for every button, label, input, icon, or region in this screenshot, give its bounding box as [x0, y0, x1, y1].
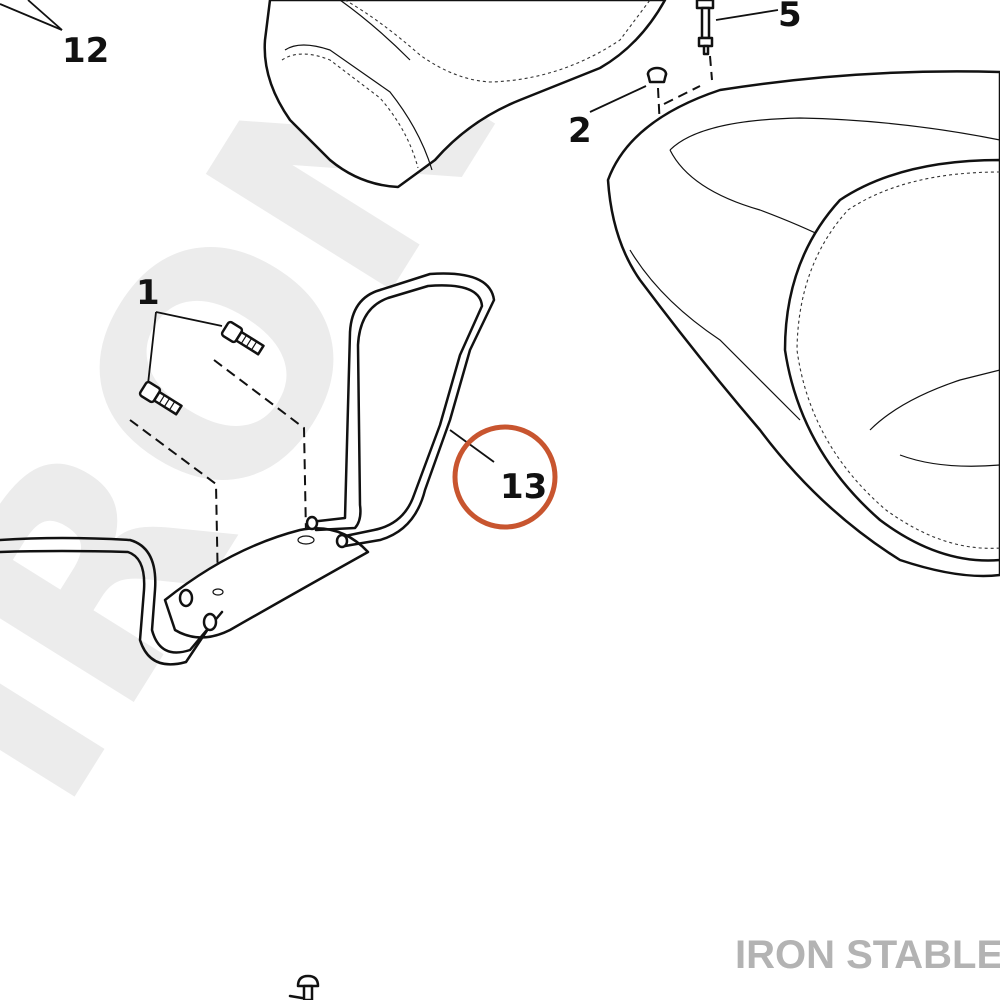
- stud-bolt-icon: [695, 0, 715, 81]
- svg-text:12: 12: [62, 31, 109, 71]
- callout-2: 2: [568, 85, 647, 151]
- screw-dash-line: [213, 359, 307, 535]
- socket-head-screw-icon: [138, 380, 183, 416]
- rider-seat: [606, 70, 1000, 578]
- highlight-circle: [452, 424, 558, 530]
- callout-13: 13: [449, 424, 558, 530]
- callout-12: 12: [0, 0, 109, 71]
- svg-text:5: 5: [778, 0, 802, 35]
- svg-text:1: 1: [136, 273, 160, 313]
- callout-5: 5: [715, 0, 802, 35]
- svg-text:2: 2: [568, 111, 592, 151]
- brand-mark: IRON STABLE: [735, 933, 1000, 977]
- pillion-seat: [263, 0, 667, 189]
- svg-text:13: 13: [500, 467, 547, 507]
- screw-dash-line: [129, 419, 219, 591]
- socket-head-screw-icon: [220, 320, 265, 356]
- backrest-bracket: [0, 272, 496, 666]
- callout-1: 1: [136, 273, 223, 385]
- pan-head-screw-icon: [288, 974, 320, 1000]
